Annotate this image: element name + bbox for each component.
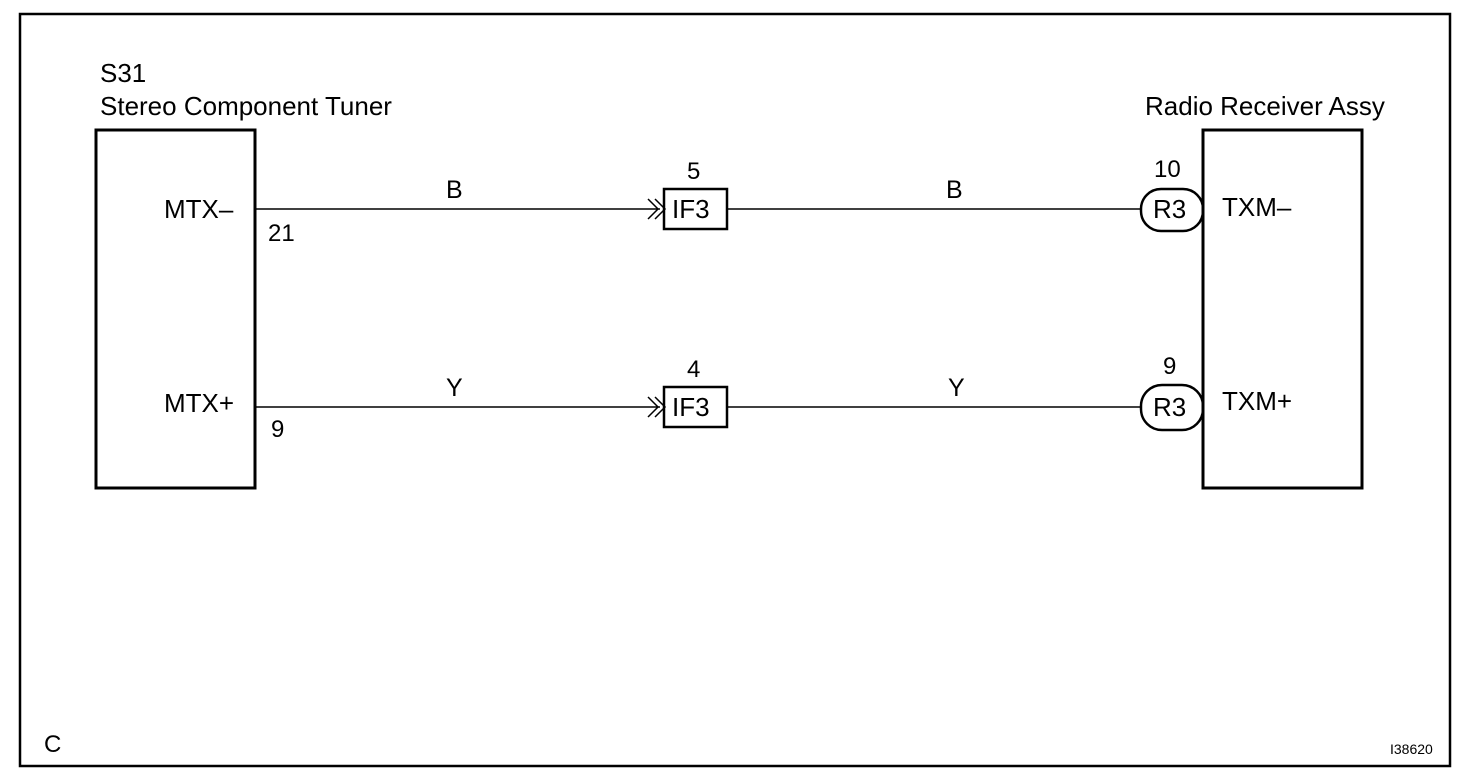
junction-pin-2: 4 <box>687 356 700 383</box>
right-component-name: Radio Receiver Assy <box>1145 91 1385 121</box>
left-component-code: S31 <box>100 58 146 88</box>
receiver-connector-2-label: R3 <box>1153 392 1186 422</box>
receiver-connector-1-label: R3 <box>1153 194 1186 224</box>
receiver-connector-1-oval <box>1139 187 1205 233</box>
right-terminal-pin-2: 9 <box>1163 353 1176 380</box>
wire-2-right-color: Y <box>948 374 965 402</box>
junction-pin-1: 5 <box>687 158 700 185</box>
figure-id: I38620 <box>1390 741 1433 757</box>
left-component-name: Stereo Component Tuner <box>100 91 392 121</box>
left-terminal-pin-1: 21 <box>268 220 295 247</box>
wire-1-right-color: B <box>946 176 963 204</box>
diagram-frame <box>18 12 1452 768</box>
left-terminal-signal-1: MTX– <box>164 194 234 224</box>
right-terminal-pin-1: 10 <box>1154 156 1181 183</box>
left-terminal-signal-2: MTX+ <box>164 388 234 418</box>
receiver-connector-2-oval <box>1139 383 1205 432</box>
junction-connector-1-label: IF3 <box>672 194 710 224</box>
right-terminal-signal-2: TXM+ <box>1222 386 1292 416</box>
right-terminal-signal-1: TXM– <box>1222 192 1292 222</box>
left-terminal-pin-2: 9 <box>271 416 284 443</box>
right-component-box <box>1201 128 1364 490</box>
junction-connector-2-label: IF3 <box>672 392 710 422</box>
wire-2-left-color: Y <box>446 374 463 402</box>
corner-label: C <box>44 731 61 758</box>
left-component-box <box>94 128 257 490</box>
wire-1-left-color: B <box>446 176 463 204</box>
